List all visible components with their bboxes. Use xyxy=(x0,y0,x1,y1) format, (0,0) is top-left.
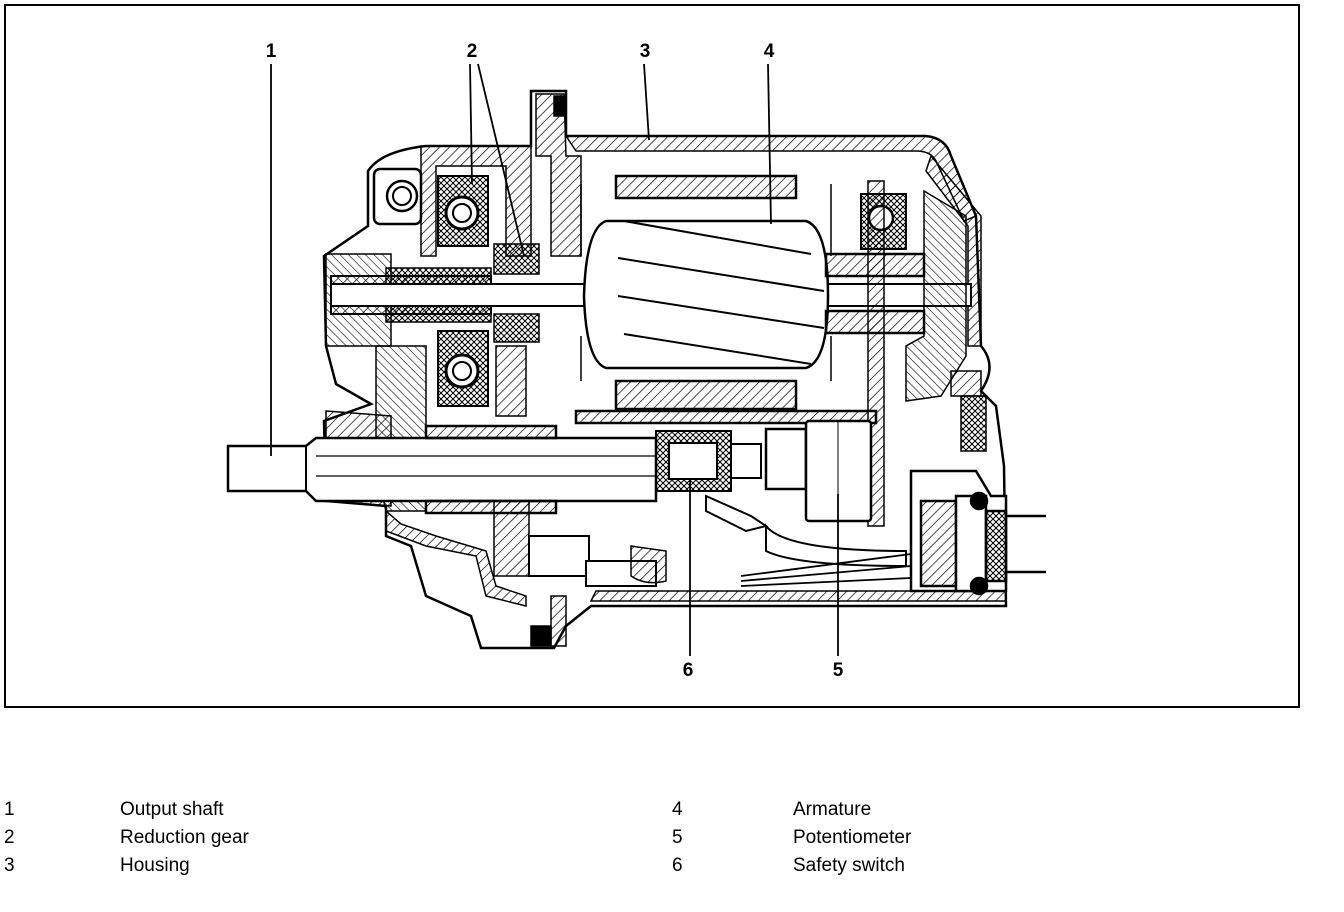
housing-wall xyxy=(385,93,1007,607)
lower-gear-train xyxy=(493,95,912,647)
safety-switch xyxy=(655,430,769,533)
potentiometer xyxy=(764,419,873,523)
motor-cross-section xyxy=(226,63,1046,656)
connector-plug xyxy=(909,469,1046,596)
callout-4: 4 xyxy=(763,41,775,62)
legend-label: Armature xyxy=(793,799,872,820)
legend-num: 4 xyxy=(672,799,683,820)
legend-num: 3 xyxy=(4,855,15,876)
legend-num: 6 xyxy=(672,855,683,876)
legend-label: Safety switch xyxy=(793,855,905,876)
legend-num: 2 xyxy=(4,827,15,848)
legend-label: Output shaft xyxy=(120,799,224,820)
callout-3: 3 xyxy=(639,41,651,62)
callout-5: 5 xyxy=(832,660,844,681)
legend-num: 1 xyxy=(4,799,15,820)
legend-num: 5 xyxy=(672,827,683,848)
callout-2: 2 xyxy=(466,41,478,62)
legend-label: Housing xyxy=(120,855,190,876)
diagram-frame: 1 2 3 4 5 6 xyxy=(4,4,1300,708)
callout-6: 6 xyxy=(682,660,694,681)
legend-label: Potentiometer xyxy=(793,827,912,848)
legend-label: Reduction gear xyxy=(120,827,249,848)
output-shaft xyxy=(226,409,878,515)
callout-1: 1 xyxy=(265,41,277,62)
leader-lines xyxy=(270,63,839,656)
armature xyxy=(580,174,926,411)
